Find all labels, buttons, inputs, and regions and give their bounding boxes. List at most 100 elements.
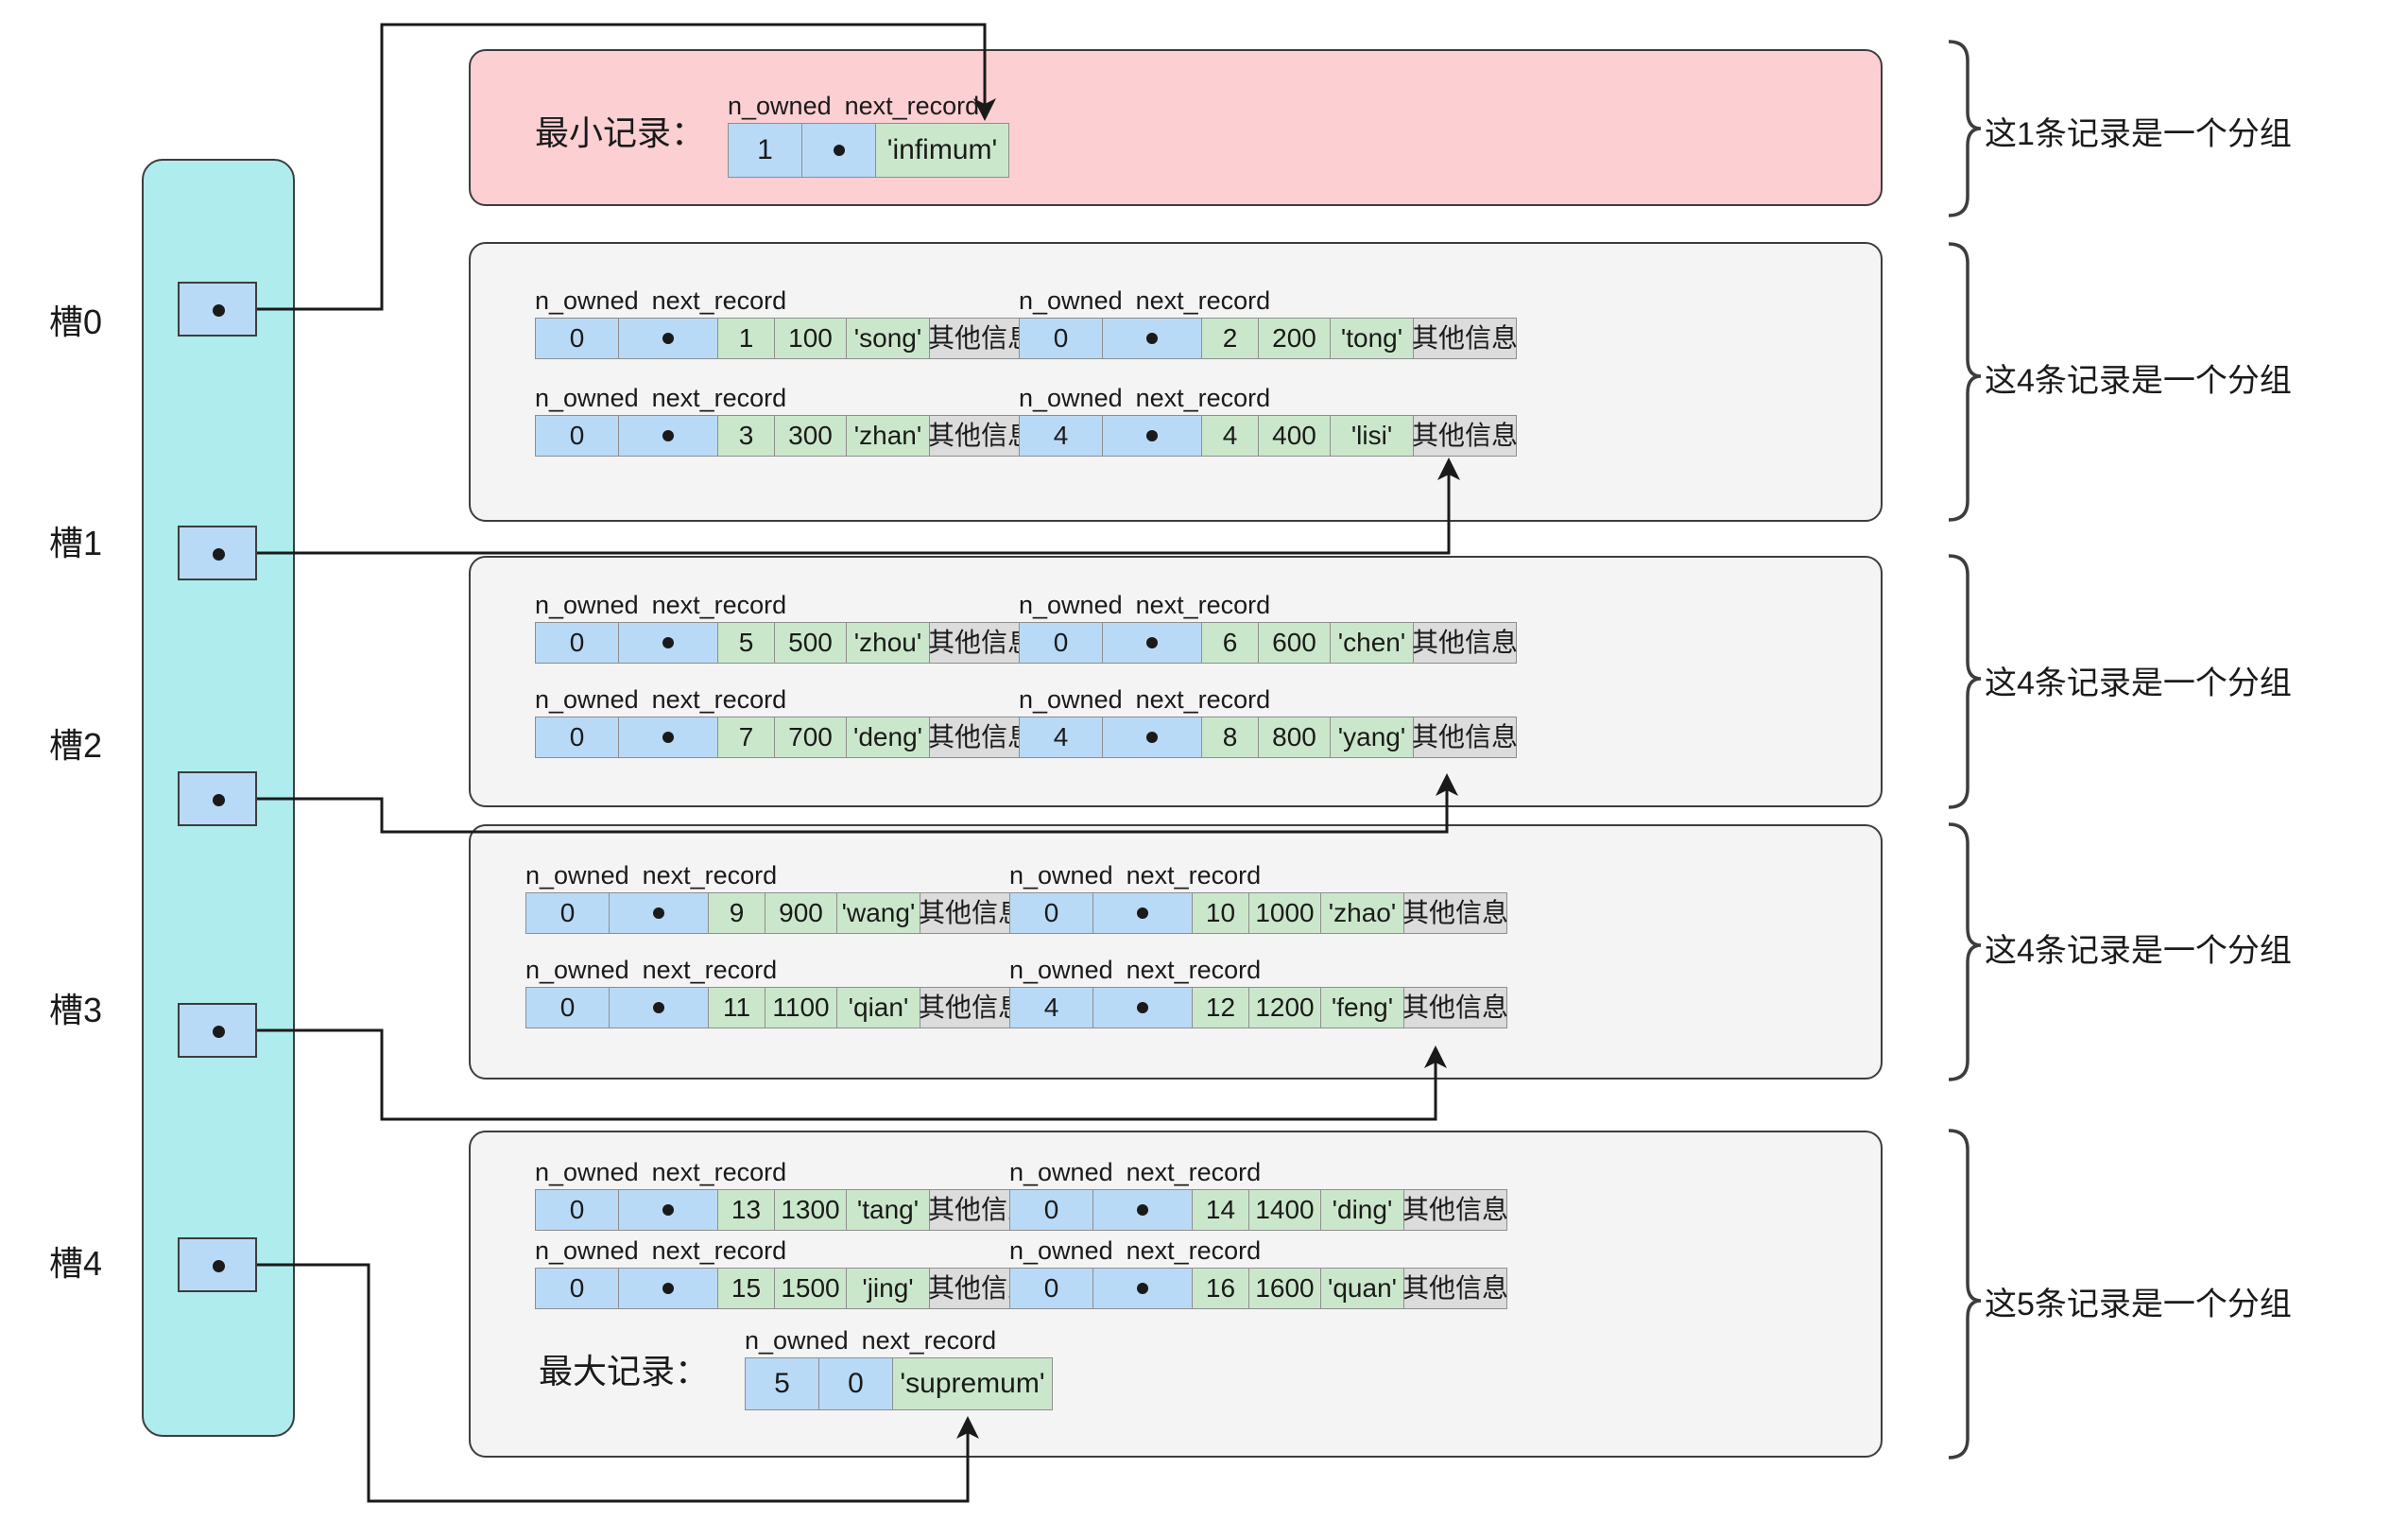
header-next-record: next_record (1126, 1158, 1262, 1186)
cell-id: 9 (708, 892, 765, 934)
record-row-block: n_owned next_record 0 1 100 'song' 其他信息 (535, 282, 1034, 359)
cell-name: 'zhou' (846, 622, 929, 664)
cell-name: 'tang' (846, 1189, 929, 1231)
cell-id: 12 (1192, 987, 1248, 1028)
record-row-block: n_owned next_record 0 11 1100 'qian' 其他信… (525, 951, 1024, 1028)
brace-group-2 (1948, 554, 1982, 809)
slot-box-2[interactable] (178, 771, 257, 826)
header-next-record: next_record (651, 1236, 787, 1265)
cell-name: 'lisi' (1330, 415, 1413, 457)
cell-next-record: 0 (818, 1357, 892, 1410)
record-row: 4 4 400 'lisi' 其他信息 (1019, 415, 1518, 457)
record-header: n_owned next_record (535, 586, 1033, 620)
cell-next-record (618, 415, 717, 457)
record-row: 4 8 800 'yang' 其他信息 (1019, 717, 1518, 758)
cell-number: 100 (774, 318, 846, 359)
cell-n-owned: 0 (1009, 1268, 1092, 1309)
record-row: 0 5 500 'zhou' 其他信息 (535, 622, 1034, 664)
cell-number: 600 (1258, 622, 1330, 664)
record-row: 4 12 1200 'feng' 其他信息 (1009, 987, 1508, 1028)
record-header: n_owned next_record (745, 1321, 1053, 1356)
cell-name: 'zhan' (846, 415, 929, 457)
record-group-1: n_owned next_record 0 1 100 'song' 其他信息 … (469, 242, 1883, 522)
cell-n-owned: 1 (728, 123, 801, 178)
cell-name: 'tong' (1330, 318, 1413, 359)
cell-next-record (801, 123, 875, 178)
cell-other-info: 其他信息 (1412, 622, 1518, 664)
cell-record-text: 'infimum' (875, 123, 1009, 178)
header-n-owned: n_owned (535, 685, 639, 714)
cell-other-info: 其他信息 (1412, 318, 1518, 359)
header-n-owned: n_owned (535, 1158, 639, 1186)
record-group-2: n_owned next_record 0 5 500 'zhou' 其他信息 … (469, 556, 1883, 807)
record-row-block: n_owned next_record 0 16 1600 'quan' 其他信… (1009, 1232, 1508, 1309)
cell-other-info: 其他信息 (928, 622, 1034, 664)
slot-box-1[interactable] (178, 526, 257, 580)
header-n-owned: n_owned (535, 384, 639, 412)
cell-number: 1000 (1248, 892, 1320, 934)
header-n-owned: n_owned (728, 92, 832, 120)
record-row: 0 1 100 'song' 其他信息 (535, 318, 1034, 359)
record-row: 5 0 'supremum' (745, 1357, 1053, 1410)
cell-id: 5 (717, 622, 774, 664)
header-next-record: next_record (1135, 685, 1271, 714)
cell-id: 2 (1201, 318, 1258, 359)
record-row-block: n_owned next_record 0 3 300 'zhan' 其他信息 (535, 379, 1034, 457)
record-header: n_owned next_record (728, 87, 1009, 121)
record-row-block: n_owned next_record 0 13 1300 'tang' 其他信… (535, 1153, 1034, 1231)
record-header: n_owned next_record (1019, 681, 1517, 715)
cell-other-info: 其他信息 (1402, 1268, 1508, 1309)
record-row: 0 7 700 'deng' 其他信息 (535, 717, 1034, 758)
header-n-owned: n_owned (1019, 384, 1123, 412)
record-row-block: n_owned next_record 0 5 500 'zhou' 其他信息 (535, 586, 1034, 664)
record-row: 0 3 300 'zhan' 其他信息 (535, 415, 1034, 457)
record-row-block: n_owned next_record 0 14 1400 'ding' 其他信… (1009, 1153, 1508, 1231)
cell-id: 7 (717, 717, 774, 758)
cell-other-info: 其他信息 (1412, 415, 1518, 457)
max-record-label: 最大记录： (539, 1352, 710, 1390)
record-row-block: n_owned next_record 4 12 1200 'feng' 其他信… (1009, 951, 1508, 1028)
header-n-owned: n_owned (1019, 685, 1123, 714)
annotation-group-3: 这4条记录是一个分组 (1985, 933, 2292, 969)
record-header: n_owned next_record (1019, 379, 1517, 413)
slot-pointer-dot-icon (213, 1260, 225, 1272)
cell-next-record (618, 622, 717, 664)
record-row: 0 16 1600 'quan' 其他信息 (1009, 1268, 1508, 1309)
slot-box-3[interactable] (178, 1003, 257, 1058)
cell-id: 14 (1192, 1189, 1248, 1231)
cell-n-owned: 0 (1019, 318, 1102, 359)
cell-id: 11 (708, 987, 765, 1028)
cell-next-record (618, 1189, 717, 1231)
record-row-block: n_owned next_record 0 10 1000 'zhao' 其他信… (1009, 856, 1508, 934)
record-header: n_owned next_record (1019, 586, 1517, 620)
cell-other-info: 其他信息 (1412, 717, 1518, 758)
cell-name: 'quan' (1320, 1268, 1403, 1309)
record-header: n_owned next_record (535, 681, 1033, 715)
cell-next-record (1102, 622, 1201, 664)
slot-label-1: 槽1 (49, 524, 103, 562)
header-next-record: next_record (1126, 861, 1262, 890)
cell-id: 13 (717, 1189, 774, 1231)
annotation-group-4: 这5条记录是一个分组 (1985, 1287, 2292, 1322)
cell-number: 1400 (1248, 1189, 1320, 1231)
slot-box-0[interactable] (178, 282, 257, 337)
header-next-record: next_record (1135, 591, 1271, 619)
cell-other-info: 其他信息 (928, 717, 1034, 758)
cell-number: 500 (774, 622, 846, 664)
header-next-record: next_record (1126, 956, 1262, 984)
record-row: 0 9 900 'wang' 其他信息 (525, 892, 1024, 934)
cell-other-info: 其他信息 (919, 987, 1024, 1028)
cell-id: 8 (1201, 717, 1258, 758)
record-row-block: n_owned next_record 0 2 200 'tong' 其他信息 (1019, 282, 1518, 359)
record-header: n_owned next_record (535, 379, 1033, 413)
header-n-owned: n_owned (1009, 1236, 1113, 1265)
record-row: 0 2 200 'tong' 其他信息 (1019, 318, 1518, 359)
brace-group-infimum (1948, 40, 1982, 217)
slot-label-3: 槽3 (49, 991, 103, 1029)
header-next-record: next_record (1135, 286, 1271, 315)
header-n-owned: n_owned (535, 286, 639, 315)
slot-box-4[interactable] (178, 1237, 257, 1292)
record-row-block: n_owned next_record 0 7 700 'deng' 其他信息 (535, 681, 1034, 758)
cell-next-record (1102, 318, 1201, 359)
annotation-group-2: 这4条记录是一个分组 (1985, 665, 2292, 701)
